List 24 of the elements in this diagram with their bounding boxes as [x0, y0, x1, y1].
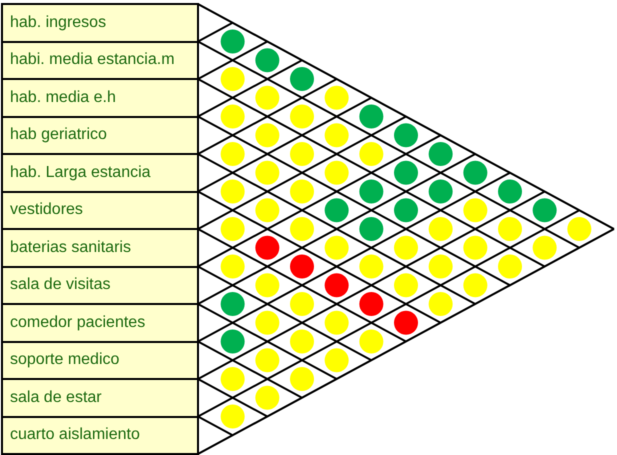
space-name: soporte medico	[10, 351, 120, 370]
space-label-box	[1, 416, 199, 455]
space-label-box	[1, 303, 199, 342]
space-name: vestidores	[10, 201, 83, 220]
space-name: hab. Larga estancia	[10, 164, 151, 182]
space-name: hab. ingresos	[10, 14, 106, 32]
space-name: habi. media estancia.m	[10, 51, 175, 70]
space-label-box	[1, 3, 199, 42]
space-label-box	[1, 378, 199, 418]
space-label-box	[1, 40, 199, 80]
space-label-box	[1, 78, 199, 118]
space-label-box	[1, 340, 199, 380]
space-label-box	[1, 266, 199, 305]
space-name: cuarto aislamiento	[10, 426, 140, 444]
space-name: sala de visitas	[10, 276, 110, 294]
space-label-box	[1, 116, 199, 155]
space-name: baterias sanitaris	[10, 238, 131, 257]
space-name: sala de estar	[10, 388, 102, 407]
space-name: hab geriatrico	[10, 126, 107, 144]
space-label-box	[1, 190, 199, 230]
space-label-box	[1, 153, 199, 192]
space-label-box	[1, 228, 199, 268]
space-name: comedor pacientes	[10, 314, 146, 332]
space-name: hab. media e.h	[10, 88, 116, 107]
